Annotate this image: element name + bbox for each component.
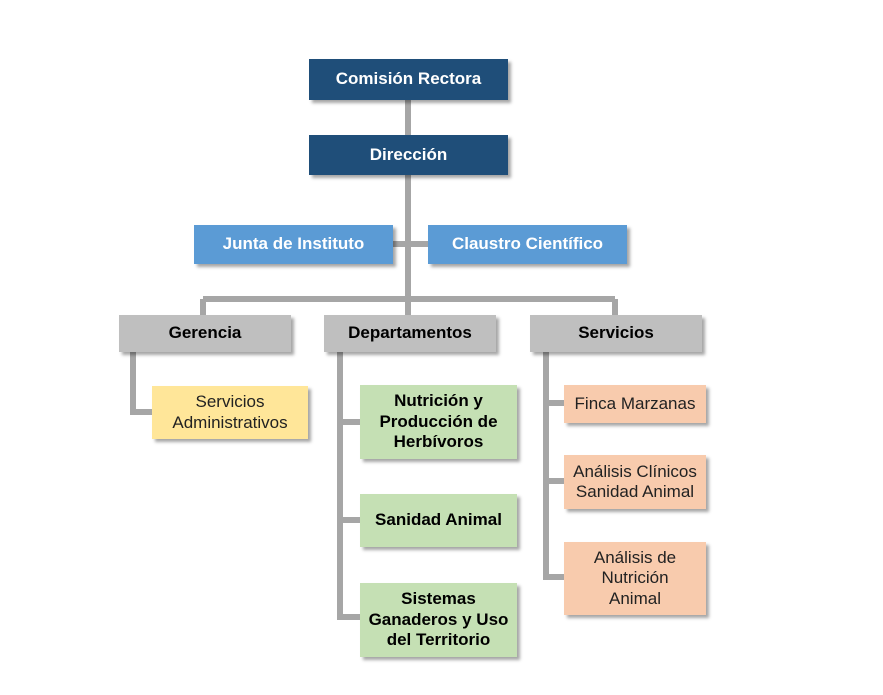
node-departamentos: Departamentos — [324, 315, 496, 352]
node-label: Comisión Rectora — [335, 69, 482, 89]
node-finca-marzanas: Finca Marzanas — [564, 385, 706, 423]
node-nutricion-produccion-herbivoros: Nutrición y Producción de Herbívoros — [360, 385, 517, 459]
node-comision-rectora: Comisión Rectora — [309, 59, 508, 100]
node-servicios-administrativos: Servicios Administrativos — [152, 386, 308, 439]
node-label: Gerencia — [168, 323, 242, 343]
node-gerencia: Gerencia — [119, 315, 291, 352]
node-label: Junta de Instituto — [222, 234, 365, 254]
node-claustro-cientifico: Claustro Científico — [428, 225, 627, 264]
node-sanidad-animal: Sanidad Animal — [360, 494, 517, 547]
node-label: Análisis de Nutrición Animal — [593, 547, 677, 608]
node-label: Servicios Administrativos — [172, 392, 288, 432]
node-label: Finca Marzanas — [574, 393, 696, 413]
node-analisis-nutricion: Análisis de Nutrición Animal — [564, 542, 706, 615]
node-label: Claustro Científico — [451, 234, 604, 254]
node-label: Sistemas Ganaderos y Uso del Territorio — [368, 589, 509, 650]
node-junta-de-instituto: Junta de Instituto — [194, 225, 393, 264]
node-direccion: Dirección — [309, 135, 508, 175]
node-servicios: Servicios — [530, 315, 702, 352]
node-label: Nutrición y Producción de Herbívoros — [379, 391, 498, 452]
node-sistemas-ganaderos: Sistemas Ganaderos y Uso del Territorio — [360, 583, 517, 657]
node-label: Sanidad Animal — [375, 510, 502, 530]
node-label: Análisis Clínicos Sanidad Animal — [573, 461, 697, 501]
node-label: Servicios — [578, 323, 654, 343]
node-label: Departamentos — [348, 323, 472, 343]
node-label: Dirección — [369, 144, 448, 164]
node-analisis-clinicos: Análisis Clínicos Sanidad Animal — [564, 455, 706, 509]
